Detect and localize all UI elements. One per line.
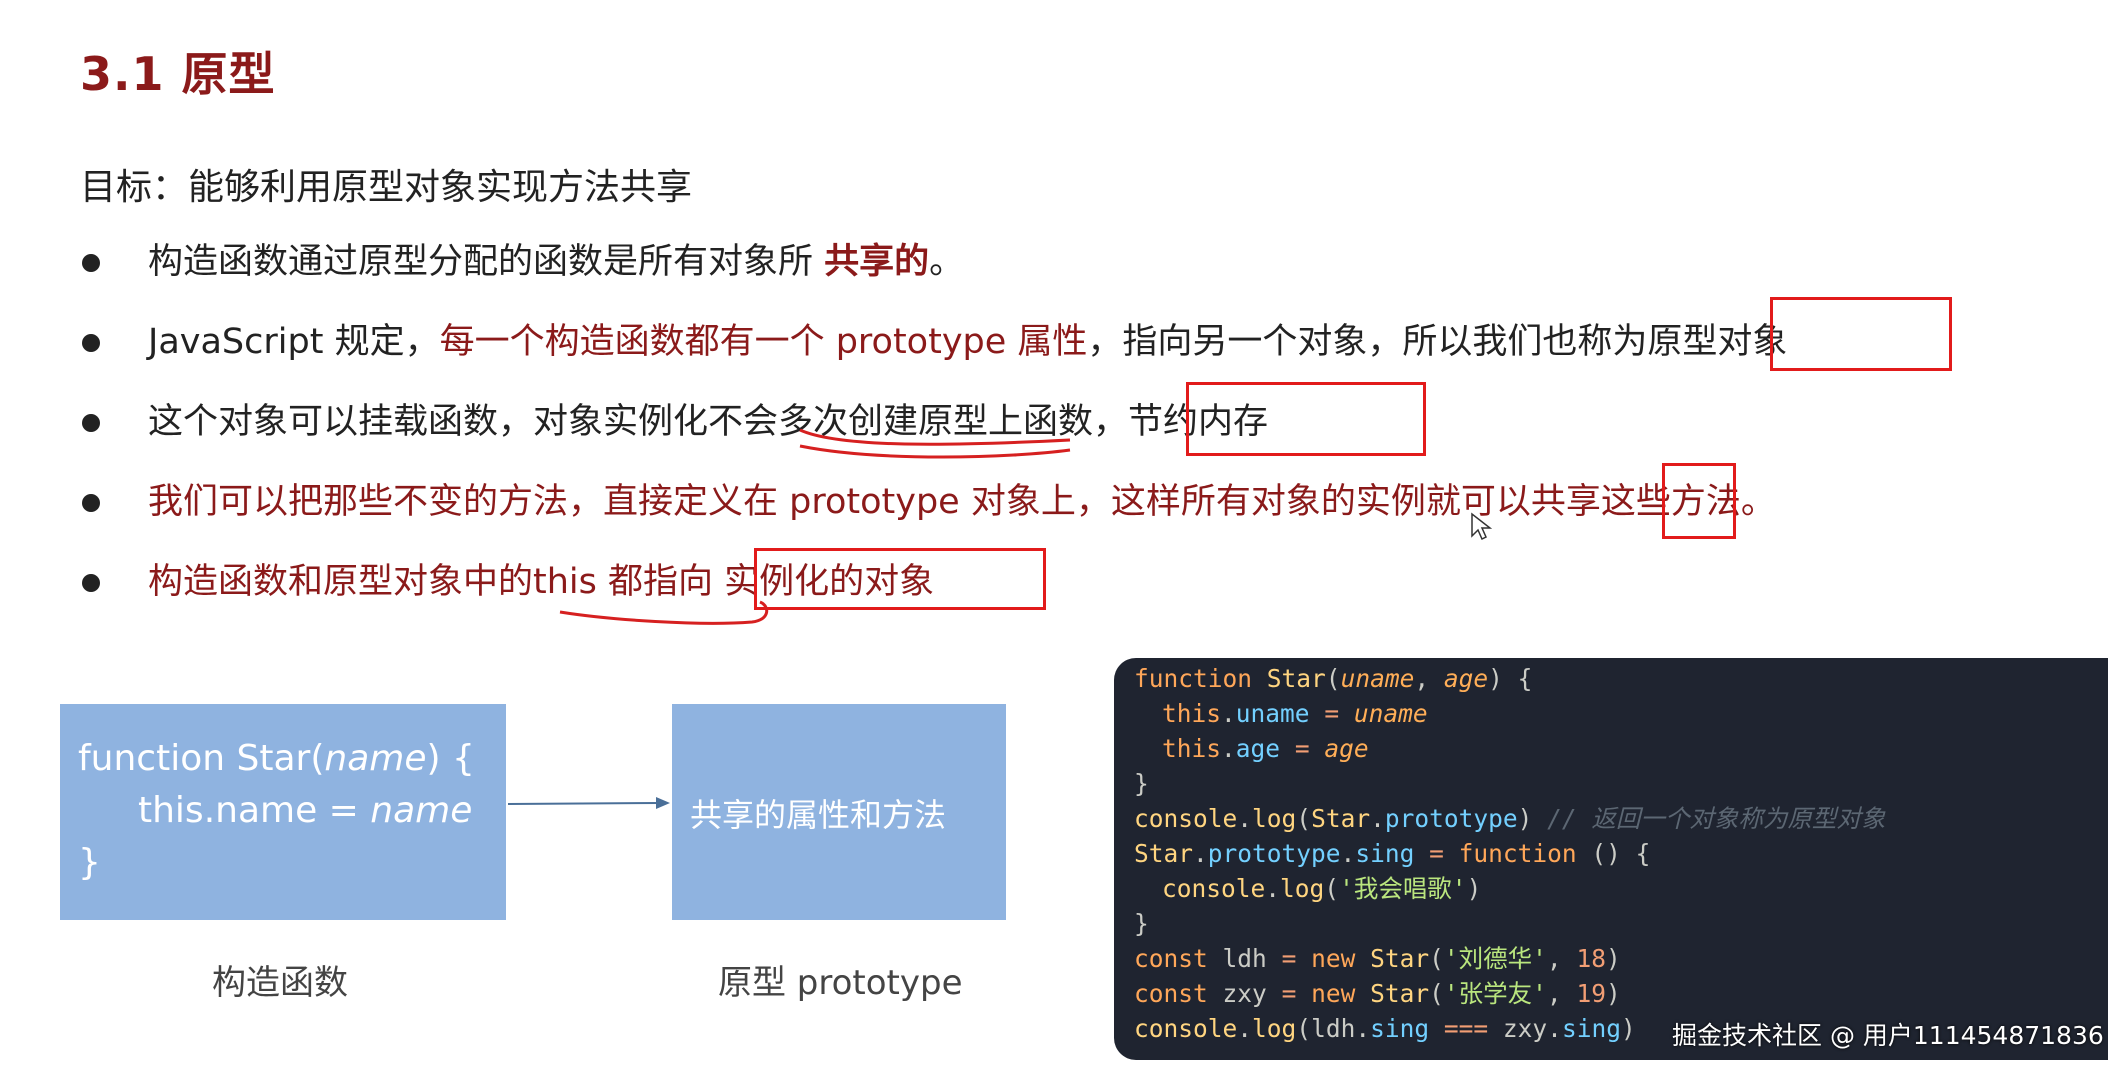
code-property: prototype [1207, 839, 1341, 868]
bullet-text-plain: 构造函数通过原型分配的函数是所有对象所 [148, 242, 825, 282]
code-line-11: console.log(ldh.sing === zxy.sing) [1134, 1014, 1636, 1043]
constructor-caption: 构造函数 [212, 963, 348, 1003]
bullet-text: 构造函数和原型对象中的this 都指向 实例化的对象 [148, 552, 934, 612]
watermark: 掘金技术社区 @ 用户111454871836 [1672, 1021, 2104, 1050]
code-variable: ldh [1222, 944, 1267, 973]
code-line-6: Star.prototype.sing = function () { [1134, 839, 1651, 868]
bullet-text-red: 构造函数和原型对象中的this 都指向 [148, 562, 713, 602]
annotation-box-save-memory [1186, 382, 1426, 456]
code-text: function Star( [78, 738, 325, 779]
prototype-box: 共享的属性和方法 [672, 704, 1006, 920]
annotation-box-share [1662, 463, 1736, 539]
constructor-line-2: this.name = name [138, 790, 472, 831]
bullet-dot [82, 254, 100, 272]
bullet-text-plain: 这个对象可以挂载函数，对象实例化不会多次创建原型上函数 [148, 402, 1094, 442]
code-string: '张学友' [1443, 979, 1547, 1008]
code-method: log [1252, 1014, 1297, 1043]
code-property: age [1235, 734, 1281, 763]
bullet-text-plain: 。 [929, 242, 965, 282]
code-panel: function Star(uname, age) { this.uname =… [1114, 658, 2108, 1060]
code-keyword: this [1162, 699, 1222, 728]
bullet-text-plain: ，指向另一个对象，所以我们也称为 [1087, 322, 1648, 362]
code-line-10: const zxy = new Star('张学友', 19) [1134, 979, 1621, 1008]
bullet-text-boxed: ，节约内存 [1093, 402, 1269, 442]
code-variable: ldh [1311, 1014, 1356, 1043]
code-number: 18 [1576, 944, 1606, 973]
bullet-text-red: 这些方法。 [1600, 482, 1776, 522]
bullet-text: 构造函数通过原型分配的函数是所有对象所 共享的。 [148, 232, 964, 292]
code-method: log [1280, 874, 1325, 903]
annotation-box-instance [754, 548, 1046, 610]
code-keyword: function [1134, 664, 1253, 693]
code-object: Star [1311, 804, 1371, 833]
bullet-text-plain: JavaScript 规定， [148, 322, 440, 362]
bullet-text: 这个对象可以挂载函数，对象实例化不会多次创建原型上函数，节约内存 [148, 392, 1268, 452]
bullet-dot [82, 414, 100, 432]
mouse-cursor-icon [1471, 512, 1492, 541]
code-property: sing [1355, 839, 1415, 868]
code-keyword: new [1311, 944, 1356, 973]
code-line-1: function Star(uname, age) { [1134, 664, 1533, 693]
code-keyword: const [1134, 979, 1208, 1008]
code-keyword: function [1458, 839, 1577, 868]
bullet-text: JavaScript 规定，每一个构造函数都有一个 prototype 属性，指… [148, 312, 1787, 372]
bullet-text-boxed: 共享 [1530, 482, 1601, 522]
code-class: Star [1370, 944, 1430, 973]
code-object: console [1134, 1014, 1238, 1043]
constructor-line-1: function Star(name) { [78, 738, 475, 779]
code-line-9: const ldh = new Star('刘德华', 18) [1134, 944, 1621, 973]
bullet-dot [82, 574, 100, 592]
prototype-box-text: 共享的属性和方法 [690, 796, 947, 834]
bullet-dot [82, 334, 100, 352]
code-keyword: new [1311, 979, 1356, 1008]
bullet-text-boxed: 实例化的对象 [713, 562, 935, 602]
bullet-text: 我们可以把那些不变的方法，直接定义在 prototype 对象上，这样所有对象的… [148, 472, 1776, 532]
code-line-4: } [1134, 769, 1149, 798]
prototype-caption: 原型 prototype [718, 963, 963, 1003]
bullet-dot [82, 494, 100, 512]
constructor-box: function Star(name) { this.name = name } [60, 704, 506, 920]
code-class: Star [1370, 979, 1430, 1008]
code-param: uname [1353, 699, 1428, 728]
code-operator: === [1443, 1014, 1489, 1043]
code-comment: // 返回一个对象称为原型对象 [1547, 804, 1886, 833]
bullet-text-red: 每一个构造函数都有一个 prototype 属性 [439, 322, 1088, 362]
code-property: prototype [1384, 804, 1518, 833]
code-param: age [1324, 734, 1369, 763]
code-text: this.name = [138, 790, 371, 831]
bullet-text-emphasis: 共享的 [824, 242, 930, 282]
constructor-line-3: } [78, 842, 101, 883]
bullet-text-red: 我们可以把那些不变的方法，直接定义在 prototype 对象上，这样所有对象的… [148, 482, 1531, 522]
code-line-2: this.uname = uname [1162, 699, 1428, 728]
code-property: uname [1235, 699, 1310, 728]
code-line-5: console.log(Star.prototype) // 返回一个对象称为原… [1134, 804, 1886, 833]
code-param: name [370, 790, 473, 831]
code-number: 19 [1576, 979, 1606, 1008]
code-string: '刘德华' [1443, 944, 1547, 973]
code-variable: zxy [1502, 1014, 1548, 1043]
code-object: Star [1134, 839, 1194, 868]
code-function-name: Star [1266, 664, 1326, 693]
code-keyword: const [1134, 944, 1208, 973]
bullet-text-boxed: 原型对象 [1647, 322, 1788, 362]
code-param: name [324, 738, 427, 779]
code-property: sing [1561, 1014, 1621, 1043]
code-keyword: this [1162, 734, 1222, 763]
code-param: uname [1340, 664, 1415, 693]
code-object: console [1134, 804, 1238, 833]
page-title: 3.1 原型 [80, 47, 276, 101]
code-line-7: console.log('我会唱歌') [1162, 874, 1482, 903]
code-method: log [1252, 804, 1297, 833]
annotation-box-prototype-object [1770, 297, 1952, 371]
code-text: ) { [426, 738, 475, 779]
code-variable: zxy [1222, 979, 1267, 1008]
code-param: age [1443, 664, 1489, 693]
code-property: sing [1370, 1014, 1430, 1043]
code-line-3: this.age = age [1162, 734, 1369, 763]
goal-text: 目标：能够利用原型对象实现方法共享 [80, 167, 693, 208]
code-object: console [1162, 874, 1266, 903]
code-string: '我会唱歌' [1339, 874, 1467, 903]
code-line-8: } [1134, 909, 1149, 938]
